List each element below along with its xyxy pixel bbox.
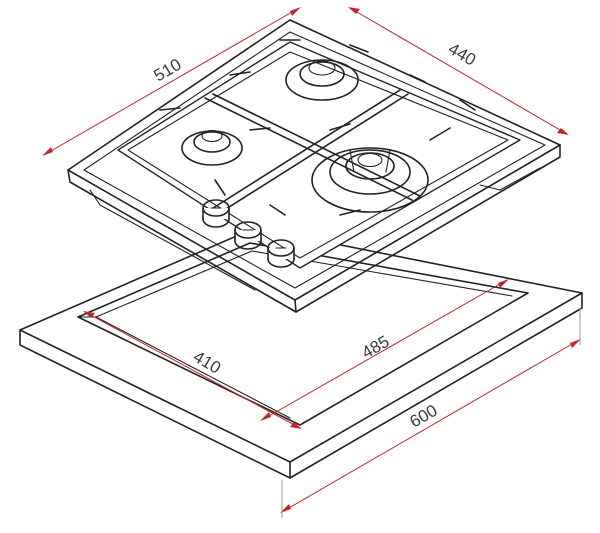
dimension-label-410: 410 [190, 347, 224, 378]
control-knob-1 [202, 199, 230, 228]
dimension-label-485: 485 [359, 332, 393, 363]
control-knobs [202, 199, 295, 268]
cutout-opening [77, 242, 529, 426]
dimension-worktop-width: 600 [280, 308, 581, 518]
burner-rear [285, 59, 359, 101]
worktop-frame [19, 227, 583, 479]
dimension-cutout-depth: 410 [83, 311, 302, 429]
hob-body [67, 19, 561, 313]
control-knob-2 [234, 221, 262, 250]
burner-wok [311, 147, 429, 213]
burners [181, 59, 429, 213]
control-knob-3 [267, 239, 295, 268]
dimension-label-600: 600 [407, 401, 441, 432]
dimension-label-510: 510 [151, 55, 185, 86]
burner-small [181, 129, 243, 166]
dimension-label-440: 440 [445, 39, 479, 70]
dimension-cutout-width: 485 [260, 279, 509, 421]
